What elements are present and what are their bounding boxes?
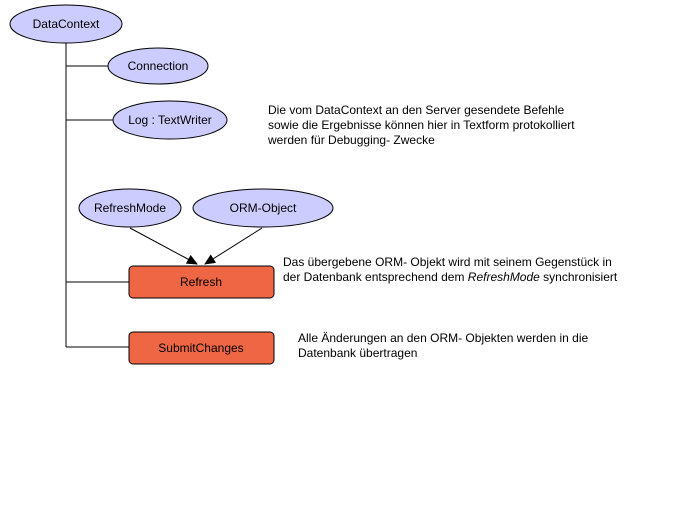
- description-log-line: sowie die Ergebnisse können hier in Text…: [268, 118, 575, 132]
- description-refresh-text: der Datenbank entsprechend dem: [283, 270, 468, 284]
- description-submitchanges: Alle Änderungen an den ORM- Objekten wer…: [298, 331, 678, 361]
- node-orm-object: ORM-Object: [192, 188, 334, 228]
- node-connection-label: Connection: [128, 59, 189, 73]
- connector-lines: [65, 43, 263, 348]
- description-refresh-text: synchronisiert: [539, 270, 618, 284]
- node-datacontext: DataContext: [9, 4, 123, 44]
- description-submit-line: Datenbank übertragen: [298, 346, 418, 360]
- node-refresh-label: Refresh: [180, 275, 222, 289]
- arrow-refreshmode-to-refresh: [129, 227, 198, 265]
- description-log-line: werden für Debugging- Zwecke: [268, 133, 435, 147]
- arrow-ormobject-to-refresh: [204, 227, 263, 265]
- node-refreshmode-label: RefreshMode: [94, 201, 166, 215]
- node-orm-object-label: ORM-Object: [230, 201, 297, 215]
- node-log-label: Log : TextWriter: [128, 113, 212, 127]
- node-submitchanges: SubmitChanges: [128, 331, 275, 365]
- node-refreshmode: RefreshMode: [78, 188, 182, 228]
- description-refresh-line: der Datenbank entsprechend dem RefreshMo…: [283, 270, 617, 284]
- description-refresh-line: Das übergebene ORM- Objekt wird mit sein…: [283, 255, 612, 269]
- node-log: Log : TextWriter: [112, 100, 228, 140]
- description-refresh: Das übergebene ORM- Objekt wird mit sein…: [283, 255, 678, 285]
- node-connection: Connection: [107, 47, 209, 85]
- node-datacontext-label: DataContext: [33, 17, 100, 31]
- node-refresh: Refresh: [128, 265, 275, 299]
- node-submitchanges-label: SubmitChanges: [158, 341, 243, 355]
- description-log-line: Die vom DataContext an den Server gesend…: [268, 103, 565, 117]
- description-refresh-mode: RefreshMode: [467, 270, 540, 284]
- description-log: Die vom DataContext an den Server gesend…: [268, 103, 668, 148]
- description-submit-line: Alle Änderungen an den ORM- Objekten wer…: [298, 331, 589, 345]
